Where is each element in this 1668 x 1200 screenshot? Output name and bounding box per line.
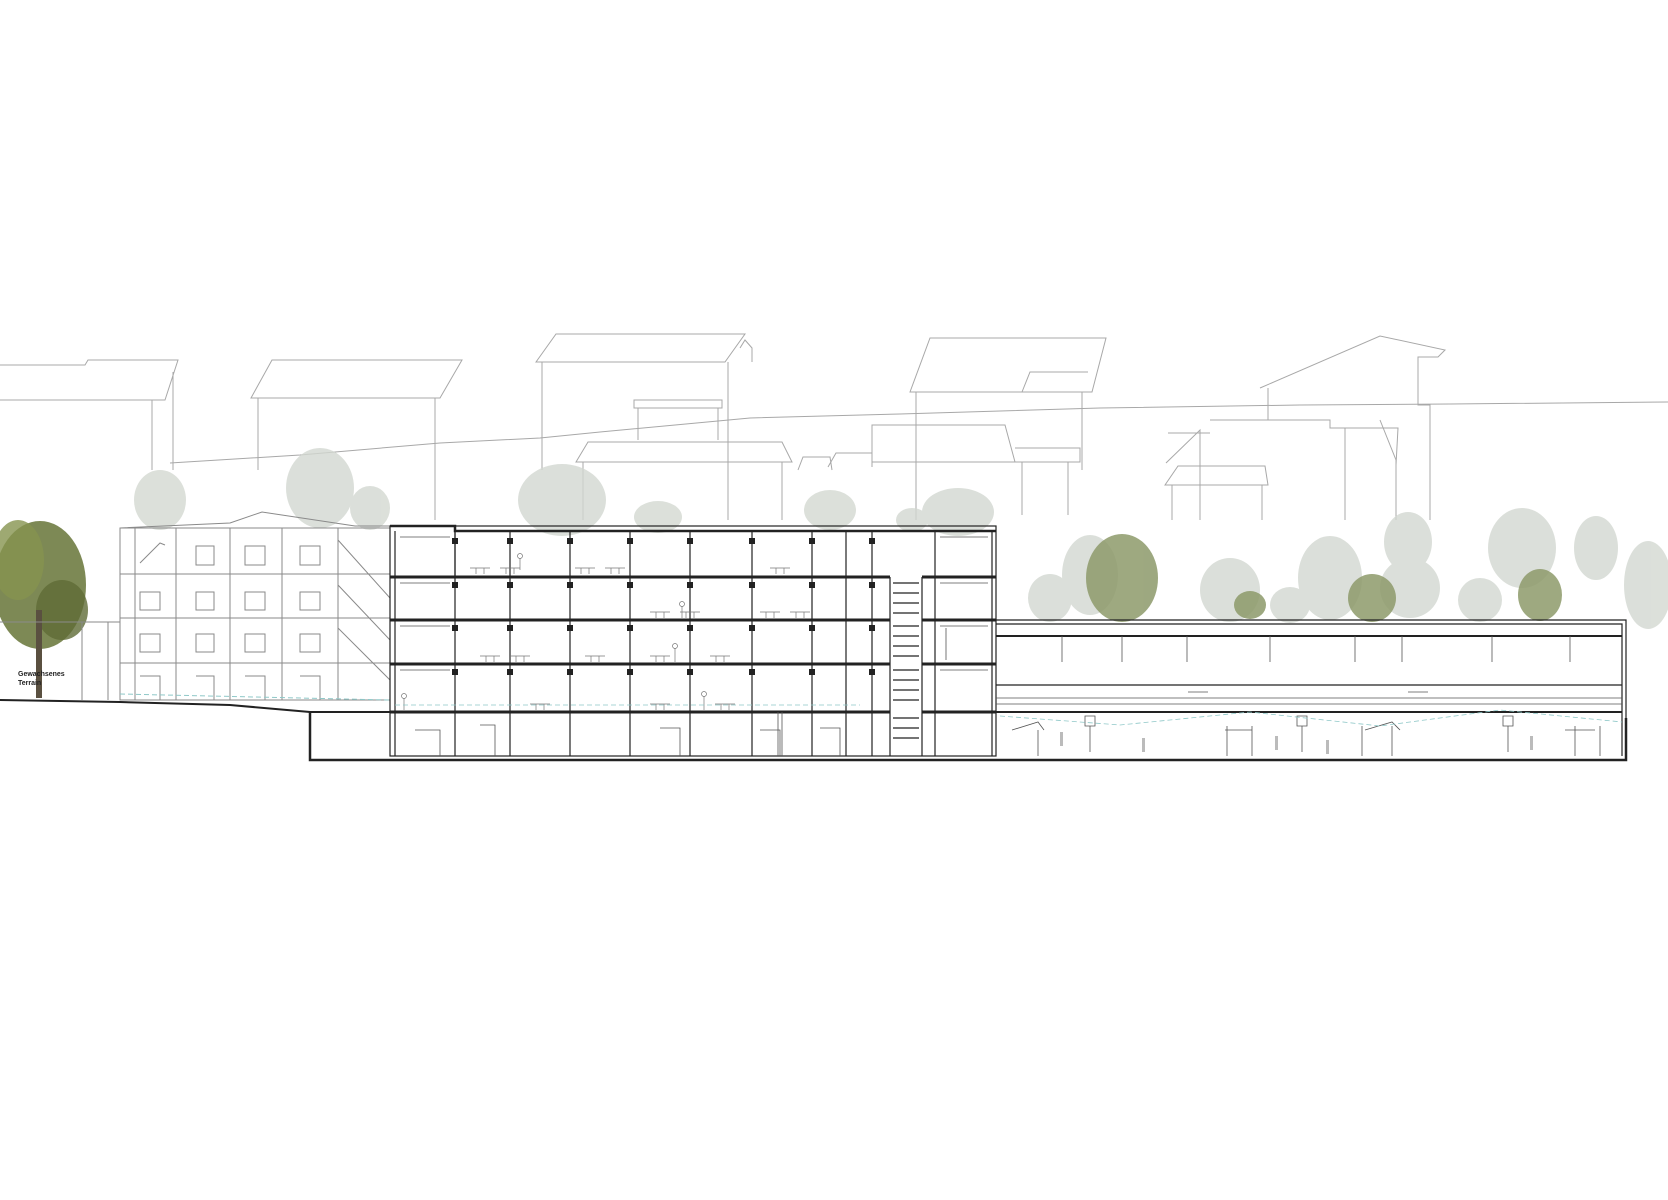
foreground-tree — [0, 520, 88, 698]
terrain-label-line1: Gewachsenes — [18, 671, 65, 678]
new-building-section — [389, 524, 997, 757]
terrain-label: Gewachsenes Terrain — [18, 670, 65, 688]
background-houses — [0, 333, 1668, 520]
terrain-label-line2: Terrain — [18, 680, 42, 687]
hall-section — [996, 619, 1627, 760]
background-trees — [134, 448, 1668, 629]
